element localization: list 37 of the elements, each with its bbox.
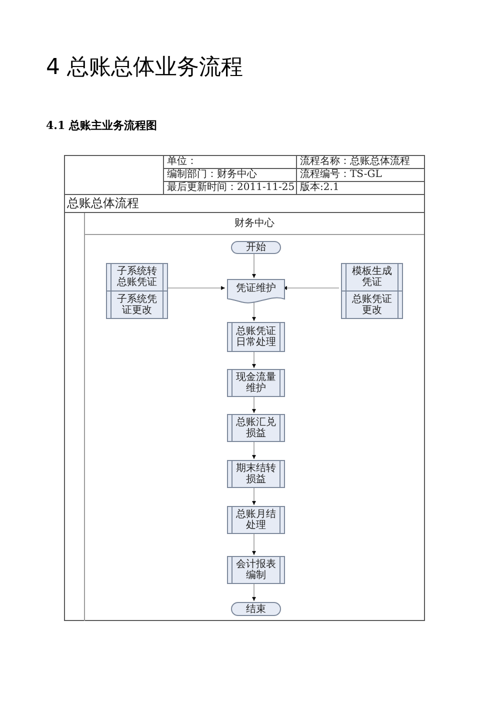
arrow [252, 532, 256, 556]
predefined-process [341, 263, 403, 319]
node-label: 子系统转总账凭证 [116, 264, 158, 290]
predefined-process [227, 369, 285, 397]
arrow [252, 440, 256, 460]
arrow [252, 396, 256, 414]
arrow [252, 486, 256, 506]
node-label: 子系统凭证更改 [116, 292, 158, 318]
node-label: 总账凭证更改 [351, 292, 393, 318]
lane-title: 财务中心 [85, 213, 424, 235]
arrow [252, 252, 256, 278]
node-label: 会计报表编制 [235, 558, 277, 583]
terminator [231, 602, 281, 616]
node-label: 开始 [245, 241, 267, 254]
node-label: 现金流量维护 [235, 370, 277, 396]
node-label: 总账凭证日常处理 [235, 324, 277, 350]
predefined-process [227, 322, 285, 352]
predefined-process [106, 263, 168, 319]
page-heading: 4 总账总体业务流程 [46, 54, 243, 82]
node-label: 期末结转损益 [235, 462, 277, 487]
node-label: 总账月结处理 [235, 508, 277, 533]
arrow [252, 300, 256, 322]
pool-title: 总账总体流程 [65, 195, 424, 213]
terminator [231, 241, 281, 254]
node-label: 凭证维护 [235, 282, 277, 296]
arrow [252, 582, 256, 602]
predefined-process [227, 414, 285, 442]
node-label: 总账汇兑损益 [235, 416, 277, 441]
header-cell: 流程名称：总账总体流程 [296, 155, 425, 169]
predefined-process [227, 556, 285, 584]
node-label: 结束 [245, 602, 267, 616]
arrow [252, 350, 256, 368]
section-heading: 4.1 总账主业务流程图 [46, 118, 157, 133]
predefined-process [227, 460, 285, 488]
document-shape [227, 279, 285, 303]
predefined-process [227, 506, 285, 534]
node-label: 模板生成凭证 [351, 264, 393, 290]
